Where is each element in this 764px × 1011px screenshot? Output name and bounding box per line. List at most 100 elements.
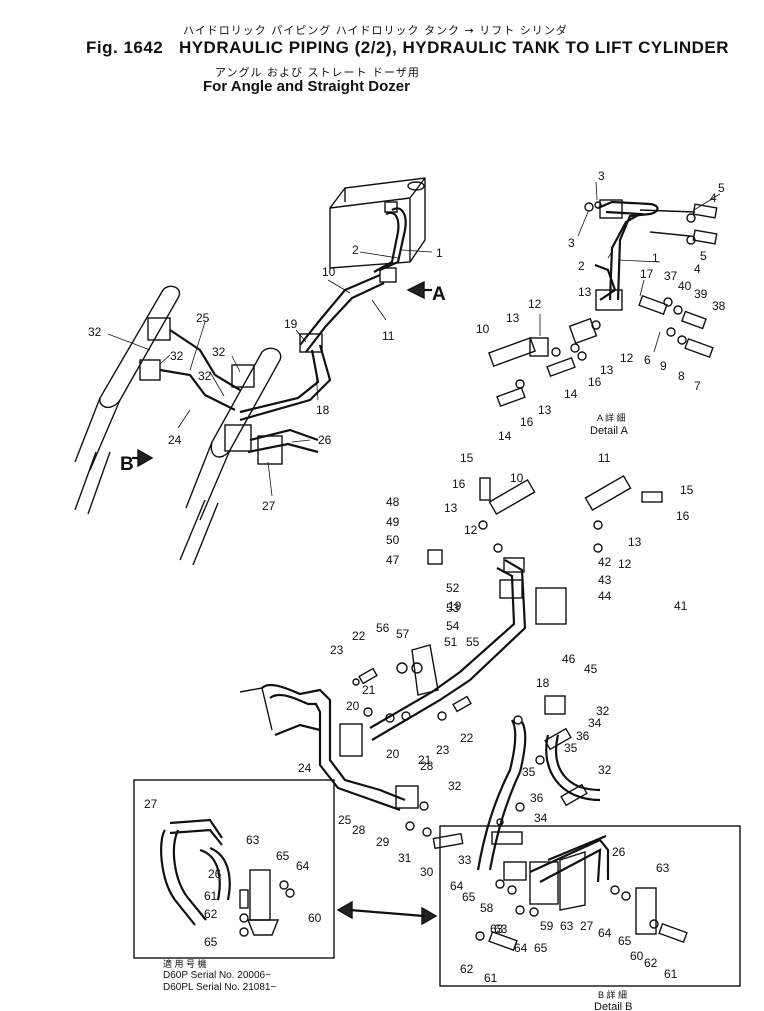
callout-b63a: 63 xyxy=(656,861,670,875)
callout-c25: 25 xyxy=(196,311,210,325)
callout-m18: 18 xyxy=(536,676,550,690)
callout-m22a: 22 xyxy=(352,629,366,643)
callout-i27: 27 xyxy=(144,797,158,811)
callout-b62a: 62 xyxy=(644,956,658,970)
callout-m11: 11 xyxy=(598,451,611,465)
callout-m24: 24 xyxy=(298,761,312,775)
callout-m34a: 34 xyxy=(588,716,602,730)
callout-b27: 27 xyxy=(580,919,594,933)
detail-a-jp: A 詳 細 xyxy=(597,412,626,423)
callout-a12b: 12 xyxy=(620,351,634,365)
callout-m12a: 12 xyxy=(464,523,478,537)
callout-c32a: 32 xyxy=(88,325,102,339)
figure-number: Fig. 1642 xyxy=(86,38,164,57)
callout-b65c: 65 xyxy=(618,934,632,948)
callout-m36b: 36 xyxy=(530,791,544,805)
callout-a5b: 5 xyxy=(700,249,707,263)
callout-c32c: 32 xyxy=(212,345,226,359)
figure-title: HYDRAULIC PIPING (2/2), HYDRAULIC TANK T… xyxy=(178,38,730,57)
callout-m41: 41 xyxy=(674,599,688,613)
callout-a6: 6 xyxy=(644,353,651,367)
callout-a13c: 13 xyxy=(600,363,614,377)
figure-title-row: Fig. 1642 HYDRAULIC PIPING (2/2), HYDRAU… xyxy=(86,38,729,58)
callout-i63: 63 xyxy=(246,833,260,847)
callout-a13b: 13 xyxy=(506,311,520,325)
callout-b63c: 63 xyxy=(490,922,504,936)
callout-i65b: 65 xyxy=(204,935,218,949)
callout-m23b: 23 xyxy=(436,743,450,757)
callout-a14a: 14 xyxy=(564,387,578,401)
callout-m53: 53 xyxy=(446,601,460,615)
callout-a4a: 4 xyxy=(710,191,717,205)
callout-i62: 62 xyxy=(204,907,218,921)
detail-a-assembly xyxy=(488,199,718,408)
callout-b65b: 65 xyxy=(534,941,548,955)
callout-i61: 61 xyxy=(204,889,218,903)
callout-m20a: 20 xyxy=(346,699,360,713)
callout-c32d: 32 xyxy=(198,369,212,383)
callout-b65a: 65 xyxy=(462,890,476,904)
view-arrow-a: A xyxy=(406,280,446,305)
callout-m12b: 12 xyxy=(618,557,632,571)
callout-m28b: 28 xyxy=(352,823,366,837)
callout-m16b: 16 xyxy=(676,509,690,523)
callout-m51: 51 xyxy=(444,635,458,649)
callout-a3b: 3 xyxy=(568,236,575,250)
callout-m19: 19 xyxy=(448,599,462,613)
callout-a40: 40 xyxy=(678,279,692,293)
callout-a5a: 5 xyxy=(718,181,725,195)
callout-i26: 26 xyxy=(208,867,222,881)
callout-b26: 26 xyxy=(612,845,626,859)
callout-c11: 11 xyxy=(382,329,395,343)
callout-m32a: 32 xyxy=(448,779,462,793)
callout-c1: 1 xyxy=(436,246,443,260)
callout-a37: 37 xyxy=(664,269,678,283)
callout-m22b: 22 xyxy=(460,731,474,745)
callout-m13a: 13 xyxy=(444,501,458,515)
callout-c24: 24 xyxy=(168,433,182,447)
callout-m34b: 34 xyxy=(534,811,548,825)
callout-m46: 46 xyxy=(562,652,576,666)
callout-a12a: 12 xyxy=(528,297,542,311)
callout-m35a: 35 xyxy=(564,741,578,755)
callout-a10: 10 xyxy=(476,322,490,336)
jp-title: ハイドロリック パイピング ハイドロリック タンク → リフト シリンダ xyxy=(183,24,568,37)
callout-m16a: 16 xyxy=(452,477,466,491)
callout-a1: 1 xyxy=(652,251,659,265)
callout-c10: 10 xyxy=(322,265,336,279)
callout-m55: 55 xyxy=(466,635,480,649)
view-marker-a: A xyxy=(432,284,446,305)
callout-m35b: 35 xyxy=(522,765,536,779)
callout-b64b: 64 xyxy=(514,941,528,955)
view-arrow-b: B xyxy=(120,448,154,475)
callout-i60: 60 xyxy=(308,911,322,925)
callout-b59: 59 xyxy=(540,919,554,933)
callout-m31: 31 xyxy=(398,851,412,865)
callout-a7: 7 xyxy=(694,379,701,393)
callout-b58: 58 xyxy=(480,901,494,915)
callout-b63b: 63 xyxy=(560,919,574,933)
callout-m21a: 21 xyxy=(362,683,376,697)
callout-c27: 27 xyxy=(262,499,276,513)
hydraulic-tank xyxy=(329,177,426,269)
applicability-jp: 適 用 号 機 xyxy=(163,958,207,969)
callout-m43: 43 xyxy=(598,573,612,587)
callout-m56: 56 xyxy=(376,621,390,635)
view-marker-b: B xyxy=(120,454,134,475)
applicability-line-2: D60PL Serial No. 21081~ xyxy=(163,982,276,993)
callout-m50: 50 xyxy=(386,533,400,547)
callout-m49: 49 xyxy=(386,515,400,529)
callout-c32b: 32 xyxy=(170,349,184,363)
callout-m47: 47 xyxy=(386,553,400,567)
callout-b64c: 64 xyxy=(598,926,612,940)
detail-b-box xyxy=(439,825,741,987)
middle-exploded-pipes xyxy=(239,474,663,871)
callout-b61b: 61 xyxy=(484,971,498,985)
callout-m36a: 36 xyxy=(576,729,590,743)
callout-m44: 44 xyxy=(598,589,612,603)
callout-m45: 45 xyxy=(584,662,598,676)
tank-outlet-pipes xyxy=(239,201,407,422)
callout-b64a: 64 xyxy=(450,879,464,893)
